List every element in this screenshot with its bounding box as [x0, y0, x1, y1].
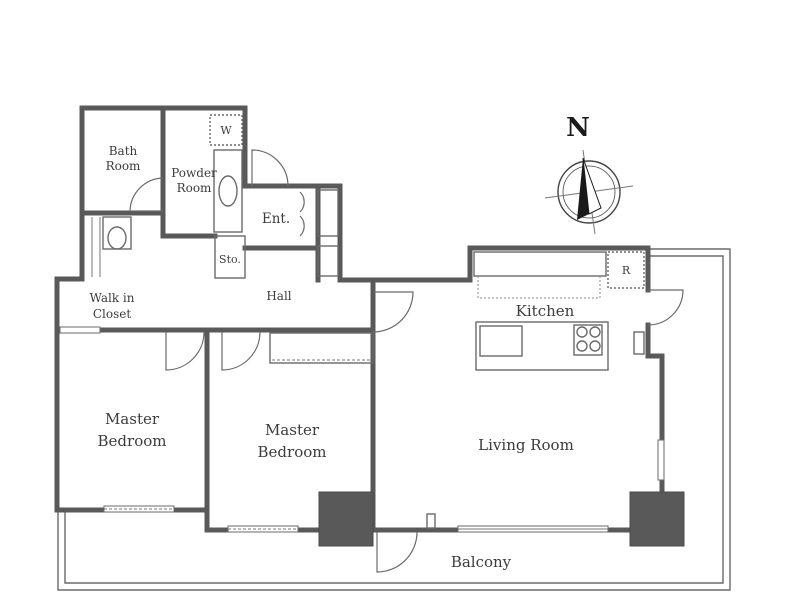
columns — [318, 491, 685, 547]
column-left — [318, 491, 374, 547]
windows — [59, 326, 665, 533]
north-label: N — [566, 113, 590, 143]
fixtures — [91, 114, 645, 529]
entrance-label: Ent. — [262, 211, 290, 227]
washer-label: W — [220, 124, 232, 137]
column-right — [629, 491, 685, 547]
walk-in-closet-label: Walk in — [90, 291, 135, 305]
bath-room-label: Bath — [109, 144, 138, 158]
master-bedroom-2-label-2: Bedroom — [258, 443, 327, 461]
refrigerator-label: R — [622, 264, 631, 277]
bath-room-label-2: Room — [106, 159, 141, 173]
kitchen-label: Kitchen — [516, 302, 575, 320]
room-labels: Bath Room Powder Room W Ent. Sto. Hall W… — [90, 124, 631, 571]
balcony-label: Balcony — [451, 553, 512, 571]
master-bedroom-1-label-2: Bedroom — [98, 432, 167, 450]
living-room-label: Living Room — [478, 436, 574, 454]
powder-room-label-2: Room — [177, 181, 212, 195]
powder-room-label: Powder — [171, 166, 217, 180]
compass: N — [544, 113, 634, 235]
compass-needle-icon — [577, 157, 602, 220]
master-bedroom-2-label: Master — [265, 421, 320, 439]
hall-label: Hall — [266, 289, 291, 303]
walk-in-closet-label-2: Closet — [93, 307, 132, 321]
storage-label: Sto. — [219, 253, 241, 266]
doors — [129, 149, 684, 573]
master-bedroom-1-label: Master — [105, 410, 160, 428]
balcony-outline — [57, 248, 731, 591]
compass-ring-icon — [557, 160, 621, 224]
